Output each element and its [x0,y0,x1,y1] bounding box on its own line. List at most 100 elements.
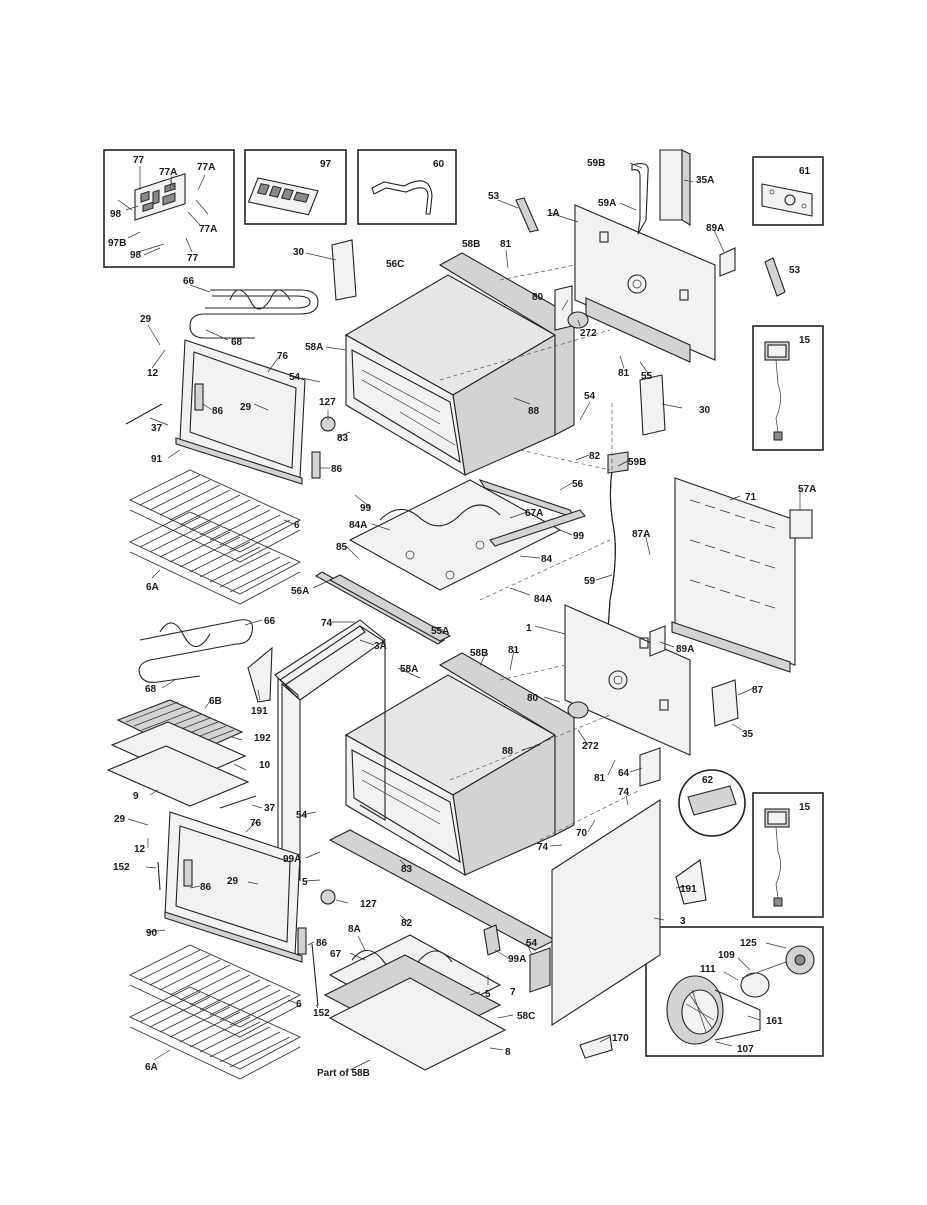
callout: 90 [146,928,158,939]
inset-bracket-61 [752,156,824,226]
callout: 77 [187,253,199,264]
callout: 84A [349,520,367,531]
callout: 1A [547,208,560,219]
callout-labels: 77 77A 77A 98 77A 97B 98 77 97 60 59B 35… [108,155,816,1079]
small-parts [125,197,786,1059]
lower-burner-and-shields [323,829,557,1071]
upper-bake-element [189,289,319,339]
callout: 56 [572,479,584,490]
callout: 109 [718,950,735,961]
callout: 12 [134,844,146,855]
callout: 68 [231,337,243,348]
callout: 88 [528,406,540,417]
callout: 77A [159,167,177,178]
lower-oven-racks [128,944,302,1080]
callout: 29 [227,876,239,887]
callout: 8A [348,924,361,935]
callout: 87A [632,529,650,540]
callout: 53 [789,265,801,276]
vent-tube-59 [607,451,629,631]
callout: 77A [199,224,217,235]
upper-broil-element-and-burner [314,478,586,645]
side-panel-3 [551,798,661,1027]
callout: 82 [589,451,601,462]
lower-oven-door-glass-3a [274,619,386,882]
callout: 35A [696,175,714,186]
callout: 191 [251,706,268,717]
callout: 6 [296,999,302,1010]
callout: 1 [526,623,532,634]
callout: 99 [573,531,585,542]
callout: 97 [320,159,332,170]
callout: 191 [680,884,697,895]
callout: 74 [618,787,630,798]
inset-relay-board [244,149,347,225]
callout: 152 [113,862,130,873]
callout: 29 [140,314,152,325]
rear-panel-71 [671,477,813,673]
callout: 272 [580,328,597,339]
callout: 107 [737,1044,754,1055]
callout: 37 [264,803,276,814]
callout: 86 [316,938,328,949]
callout: 91 [151,454,163,465]
inset-light-socket-15-upper [752,325,824,451]
upper-vent-duct [631,149,691,235]
callout: 84A [534,594,552,605]
callout: 57A [798,484,816,495]
callout: 6 [294,520,300,531]
callout: 8 [505,1047,511,1058]
callout: 66 [264,616,276,627]
callout: 29 [114,814,126,825]
inset-bracket-60 [357,149,457,225]
callout: 53 [488,191,500,202]
lower-bake-element [138,619,254,683]
callout: 59B [628,457,646,468]
callout: 81 [508,645,520,656]
callout: 98 [110,209,122,220]
callout: 152 [313,1008,330,1019]
callout: 74 [537,842,549,853]
callout: 61 [799,166,811,177]
lower-oven-cavity [344,652,575,877]
callout: 77 [133,155,145,166]
callout: 127 [360,899,377,910]
callout: 5 [302,877,308,888]
callout: 161 [766,1016,783,1027]
callout: 5 [485,989,491,1000]
callout: 81 [618,368,630,379]
callout: 81 [500,239,512,250]
inset-convection-fan-assembly [645,926,824,1057]
callout: 125 [740,938,757,949]
callout-part-of-58b: Part of 58B [317,1068,370,1079]
callout: 54 [584,391,596,402]
callout: 62 [702,775,714,786]
callout: 58B [462,239,480,250]
callout: 99 [360,503,372,514]
callout: 76 [277,351,289,362]
callout: 99A [508,954,526,965]
callout: 76 [250,818,262,829]
callout: 89A [706,223,724,234]
callout: 87 [752,685,764,696]
callout: 83 [401,864,413,875]
callout: 30 [699,405,711,416]
callout: 3A [374,641,387,652]
callout: 6A [146,582,159,593]
callout: 68 [145,684,157,695]
upper-rear-panel [574,204,716,363]
inset-light-socket-15-lower [752,792,824,918]
callout: 59A [598,198,616,209]
callout: 10 [259,760,271,771]
callout: 99A [283,854,301,865]
callout: 84 [541,554,553,565]
callout: 9 [133,791,139,802]
upper-oven-racks [128,469,302,605]
callout: 29 [240,402,252,413]
lower-oven-door-frame [164,811,307,963]
callout: 86 [331,464,343,475]
callout: 64 [618,768,630,779]
callout: 6B [209,696,222,707]
callout: 272 [582,741,599,752]
